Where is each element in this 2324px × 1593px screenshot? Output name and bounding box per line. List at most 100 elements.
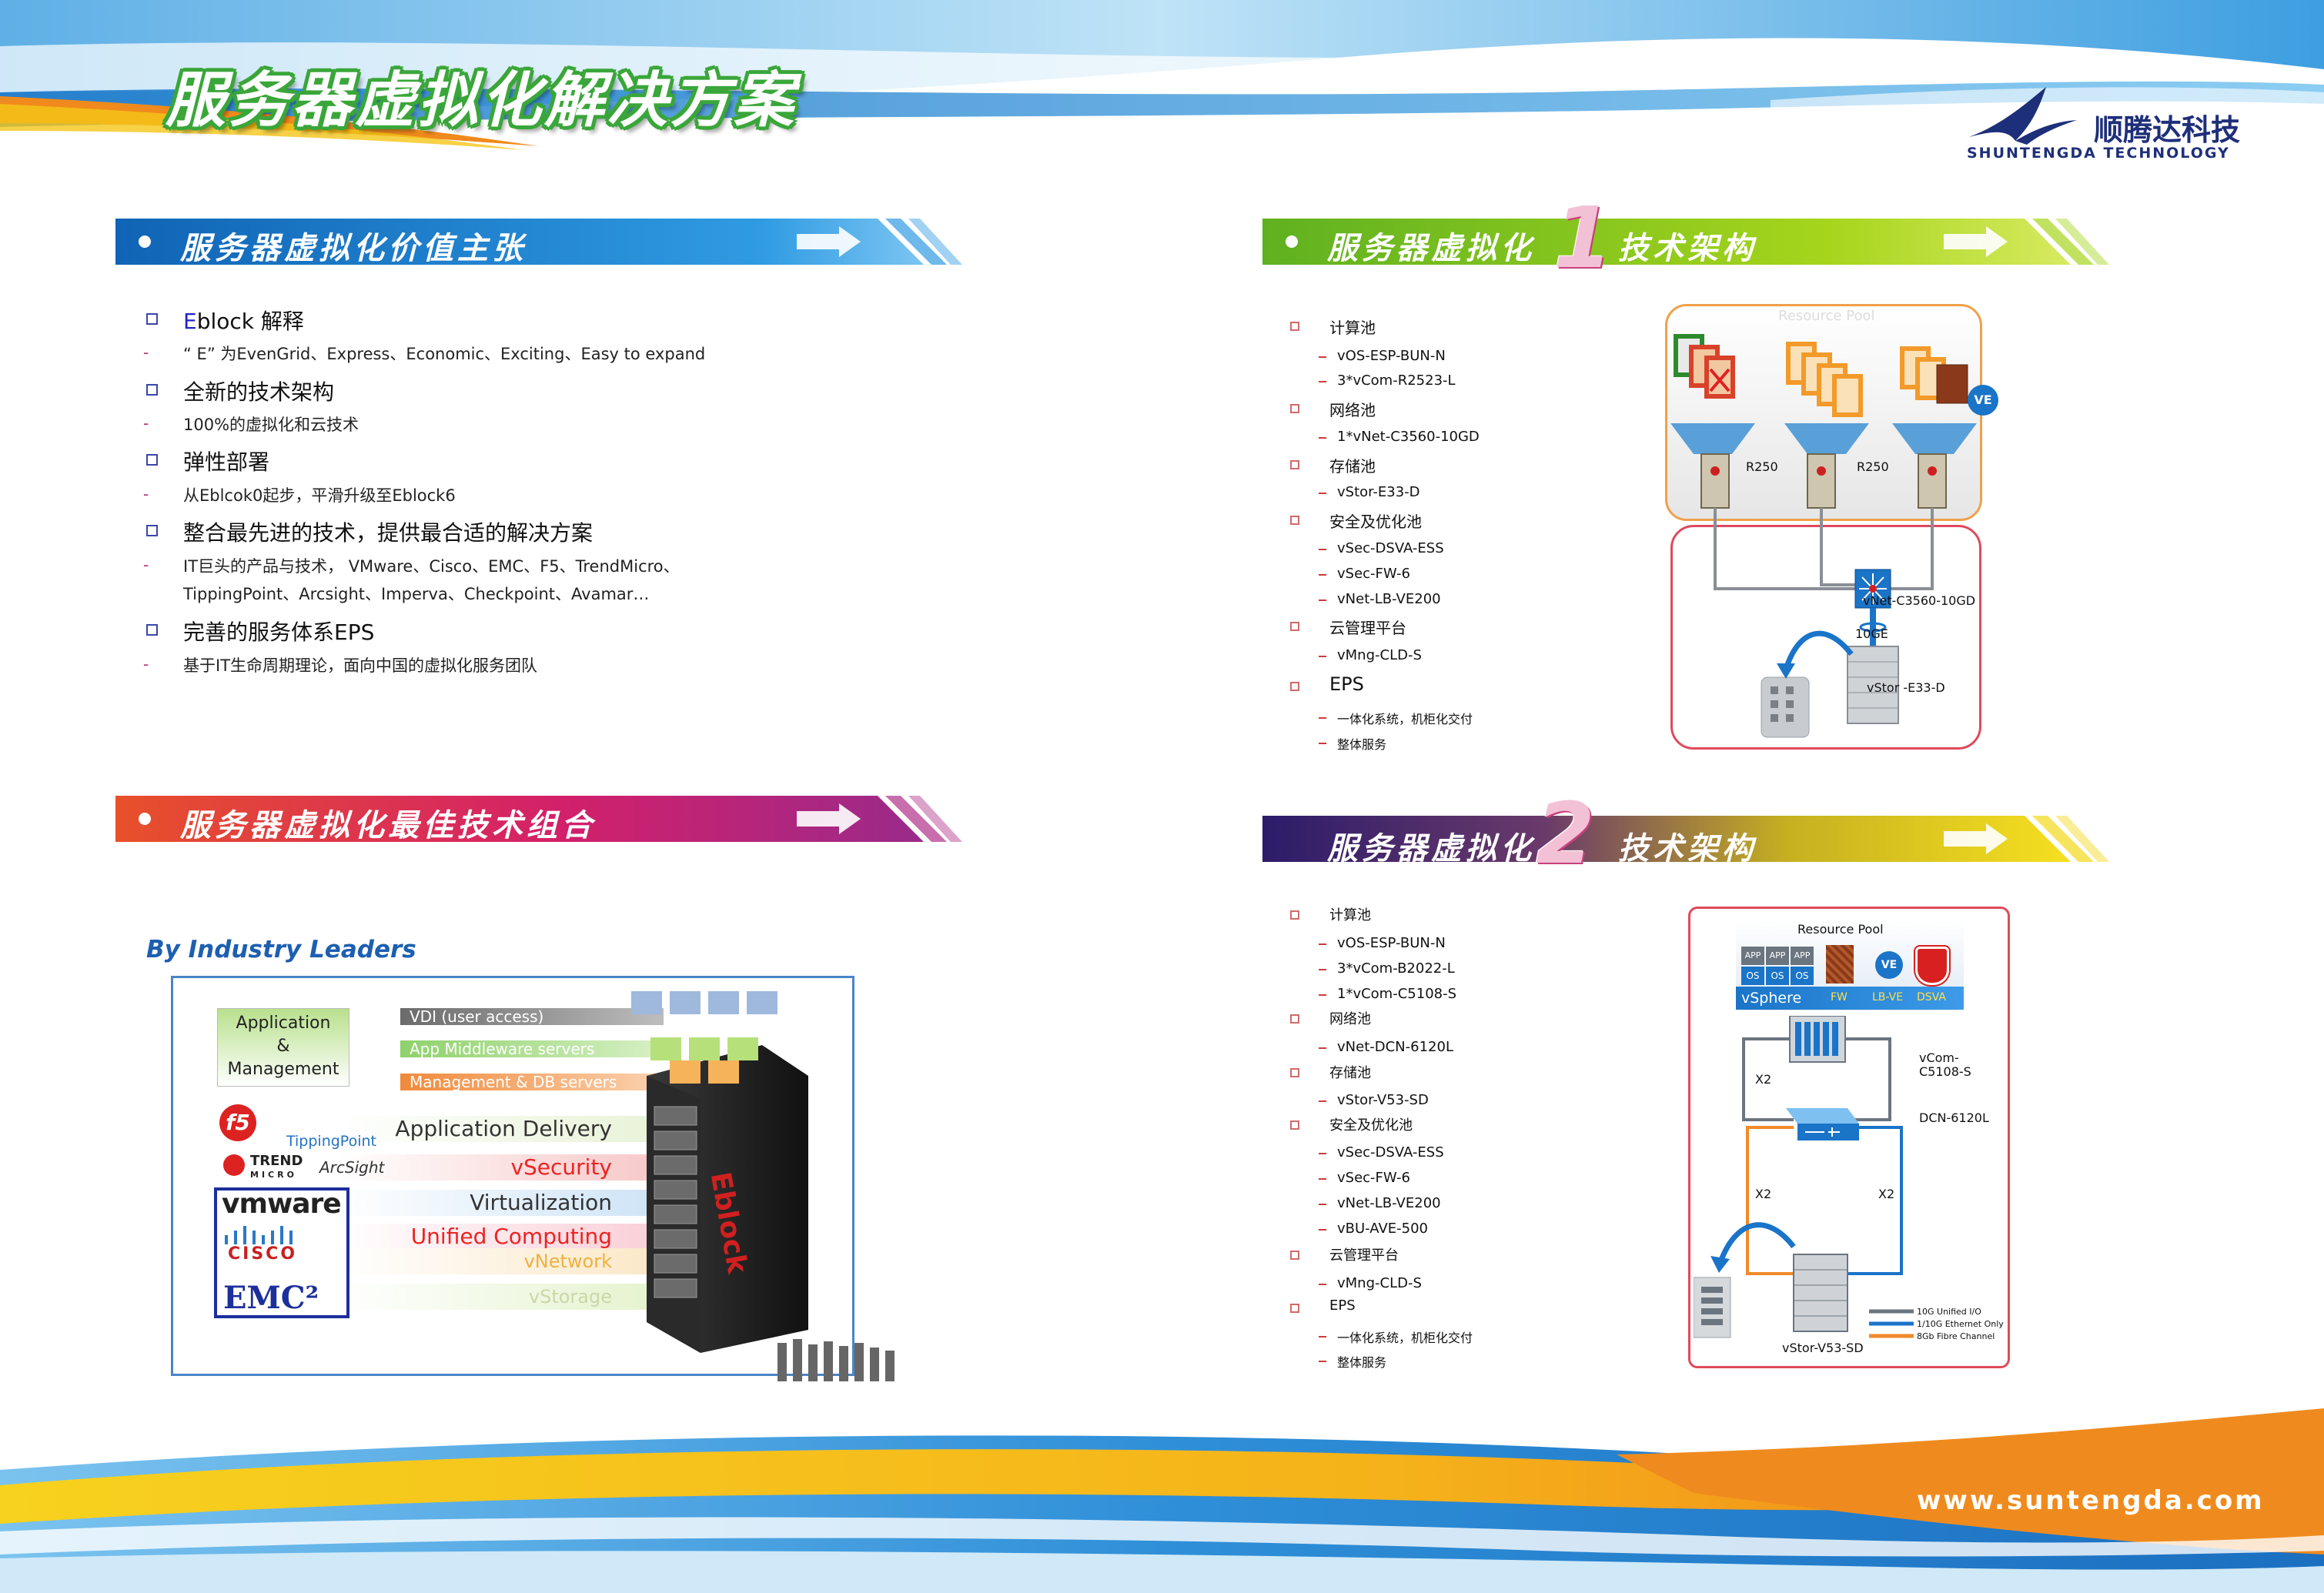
square-bullet-icon [1290, 322, 1299, 331]
dash-bullet-icon [1319, 599, 1326, 601]
main-title: 服务器虚拟化解决方案 [166, 66, 798, 135]
dash-bullet-icon [1319, 1361, 1326, 1362]
arch2-resource-pool-label: Resource Pool [1797, 922, 1884, 937]
dsva-label: DSVA [1917, 991, 1946, 1004]
value-item-title: 整合最先进的技术，提供最合适的解决方案 [183, 520, 594, 546]
dash-bullet-icon [1319, 994, 1326, 996]
arch2-group-head: EPS [1329, 1297, 1356, 1314]
arch1-group-head: 存储池 [1329, 457, 1376, 476]
arch2-item: vNet-LB-VE200 [1337, 1195, 1441, 1211]
arch2-dcn-label: DCN-6120L [1919, 1110, 1989, 1125]
vsphere-bar [1736, 987, 1964, 1010]
arch2-x2-label-b: X2 [1755, 1187, 1772, 1201]
value-item-sub: 从Eblcok0起步，平滑升级至Eblock6 [183, 486, 456, 505]
arch2-item: vBU-AVE-500 [1337, 1221, 1428, 1237]
arch2-item: 整体服务 [1337, 1355, 1387, 1370]
fw-label: FW [1831, 991, 1847, 1004]
arch2-group-head: 存储池 [1329, 1065, 1371, 1081]
value-item-sub: IT巨头的产品与技术， VMware、Cisco、EMC、F5、TrendMic… [183, 557, 680, 576]
arch2-item: vStor-V53-SD [1337, 1092, 1429, 1108]
value-item-sub: 100%的虚拟化和云技术 [183, 416, 359, 434]
square-bullet-icon [1290, 460, 1299, 469]
logo-english-name: SHUNTENGDA TECHNOLOGY [1967, 145, 2230, 162]
vmware-logo: vmware [222, 1188, 342, 1220]
trend-micro-word: TREND [250, 1153, 303, 1169]
banner-arch2-title-right: 技术架构 [1618, 831, 1757, 867]
banner-value-proposition-title: 服务器虚拟化价值主张 [180, 231, 527, 266]
dash-bullet-icon: - [143, 414, 149, 432]
arch1-item: vSec-DSVA-ESS [1337, 540, 1444, 556]
trend-micro-logo-icon [223, 1154, 245, 1176]
arch1-group-head: 云管理平台 [1329, 619, 1406, 637]
arch1-item: 整体服务 [1337, 737, 1387, 752]
arch1-item: 3*vCom-R2523-L [1337, 372, 1456, 389]
banner-architecture-1: 服务器虚拟化 1 技术架构 [1262, 195, 2109, 280]
square-bullet-icon [1290, 404, 1299, 413]
arch2-blade-label-b: C5108-S [1919, 1064, 1971, 1079]
arch2-item: vSec-FW-6 [1337, 1170, 1410, 1186]
arch2-legend-fibre: 8Gb Fibre Channel [1917, 1331, 1995, 1341]
value-item-title: Eblock 解释 [183, 305, 304, 336]
ve-badge-icon: VE [1968, 385, 1998, 416]
logo-chinese-name: 顺腾达科技 [2094, 113, 2241, 147]
arch1-group-head: 安全及优化池 [1329, 513, 1422, 531]
dash-bullet-icon [1319, 549, 1326, 550]
vm-cards [1674, 334, 1968, 417]
dash-bullet-icon [1319, 969, 1326, 970]
dash-bullet-icon [1319, 1284, 1326, 1285]
dash-bullet-icon [1319, 1178, 1326, 1180]
value-item-title: 完善的服务体系EPS [183, 620, 375, 645]
cisco-logo: CISCO [228, 1244, 298, 1264]
arch2-item: 一体化系统，机柜化交付 [1337, 1331, 1473, 1345]
dash-bullet-icon: - [143, 485, 149, 503]
dash-bullet-icon: - [143, 556, 149, 574]
arch2-item: 1*vCom-C5108-S [1337, 986, 1457, 1002]
banner-arch1-title-right: 技术架构 [1618, 231, 1757, 266]
dash-bullet-icon [1319, 717, 1326, 719]
arch1-item: vOS-ESP-BUN-N [1337, 348, 1446, 364]
square-bullet-icon [1290, 1014, 1299, 1024]
square-bullet-icon [1290, 910, 1299, 920]
value-item-sub: TippingPoint、Arcsight、Imperva、Checkpoint… [183, 585, 650, 603]
arch2-item: vSec-DSVA-ESS [1337, 1144, 1444, 1161]
firewall-icon [1826, 945, 1854, 984]
arch2-group-head: 安全及优化池 [1329, 1117, 1413, 1134]
banner-best-combination: 服务器虚拟化最佳技术组合 [115, 796, 962, 843]
website-url[interactable]: www.suntengda.com [1917, 1485, 2265, 1516]
arch1-item: vStor-E33-D [1337, 484, 1420, 500]
app-mgmt-line-1: Application [236, 1014, 331, 1033]
core-vendor-box [214, 1187, 349, 1318]
square-bullet-icon [146, 454, 158, 466]
dash-bullet-icon [1319, 574, 1326, 576]
arch1-item: vSec-FW-6 [1337, 566, 1410, 582]
emc-logo: EMC² [223, 1280, 319, 1316]
square-bullet-icon [146, 384, 158, 396]
trend-micro-sub: MICRO [250, 1170, 297, 1180]
lbve-label: LB-VE [1872, 991, 1904, 1004]
arch1-item: 一体化系统，机柜化交付 [1337, 712, 1473, 726]
dash-bullet-icon [1319, 1153, 1326, 1154]
trend-micro-logo: TREND MICRO [250, 1154, 303, 1182]
arch1-item: 1*vNet-C3560-10GD [1337, 429, 1480, 445]
capability-application-delivery: Application Delivery [339, 1116, 650, 1142]
arch2-legend-unified: 10G Unified I/O [1917, 1307, 1981, 1317]
eblock-e-prefix: E [183, 309, 197, 334]
value-item-sub: “ E” 为EvenGrid、Express、Economic、Exciting… [183, 345, 706, 363]
arch2-item: vNet-DCN-6120L [1337, 1039, 1453, 1055]
arch2-group-head: 云管理平台 [1329, 1247, 1399, 1264]
banner-best-combination-title: 服务器虚拟化最佳技术组合 [180, 808, 596, 843]
arch2-blade-label-a: vCom- [1919, 1050, 1959, 1065]
dash-bullet-icon [1319, 1229, 1326, 1231]
app-mgmt-line-3: Management [227, 1060, 339, 1079]
dash-bullet-icon: - [143, 655, 149, 673]
dash-bullet-icon [1319, 381, 1326, 382]
banner-arch1-title-left: 服务器虚拟化 [1327, 231, 1535, 266]
by-industry-leaders-heading: By Industry Leaders [146, 936, 416, 963]
square-bullet-icon [1290, 1120, 1299, 1130]
square-bullet-icon [1290, 1304, 1299, 1313]
top-wave-decoration [0, 0, 2324, 150]
arch2-group-head: 网络池 [1329, 1011, 1371, 1027]
arch1-storage-label: vStor -E33-D [1867, 680, 1945, 695]
shuntengda-logo-icon [1969, 87, 2077, 145]
tippingpoint-logo: TippingPoint [286, 1133, 376, 1150]
